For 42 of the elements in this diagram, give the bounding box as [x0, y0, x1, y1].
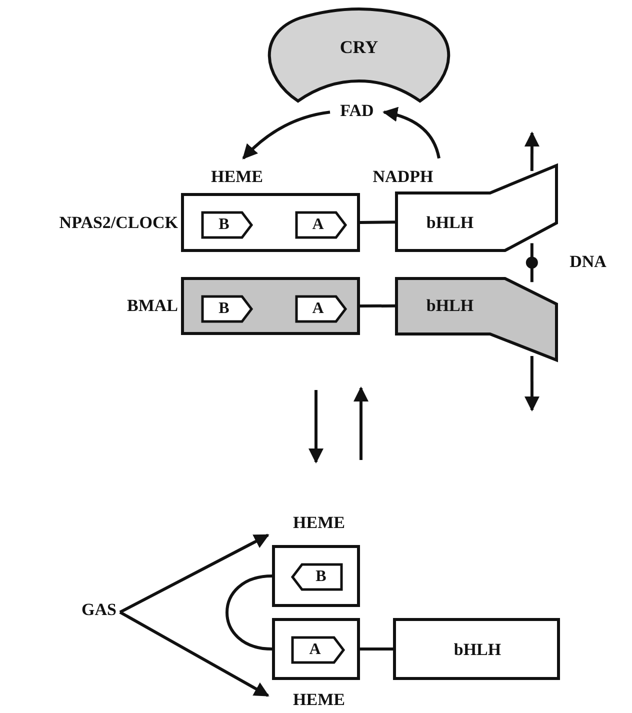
domain-tag: [201, 211, 253, 239]
protein-label: bHLH: [426, 212, 474, 232]
bhlh-domain-shape: [395, 277, 558, 362]
bhlh-domain-box: [393, 618, 560, 680]
dna-binding-line: [530, 243, 534, 282]
arrow: [119, 610, 270, 697]
cofactor-label: FAD: [330, 100, 384, 122]
domain-letter: B: [218, 216, 230, 234]
domain-tag: [291, 636, 345, 664]
domain-letter: A: [312, 300, 324, 318]
domain-tag: [291, 563, 343, 591]
protein-name: NPAS2/CLOCK: [59, 212, 178, 232]
domain-letter: A: [312, 216, 324, 234]
cofactor-label: HEME: [285, 689, 353, 711]
linker-line: [360, 220, 396, 224]
domain-box: [272, 545, 360, 607]
curved-arrow: [242, 110, 330, 160]
protein-label: bHLH: [426, 296, 474, 316]
arrow: [524, 132, 540, 172]
domain-tag: [295, 295, 347, 323]
protein-label: CRY: [340, 37, 378, 58]
dna-label: DNA: [568, 251, 608, 273]
domain-box: [181, 193, 360, 252]
domain-box: [181, 277, 360, 335]
gas-label: GAS: [78, 599, 120, 621]
arrow: [524, 356, 540, 412]
linker-arc: [226, 574, 272, 650]
domain-tag: [295, 211, 347, 239]
cofactor-label: HEME: [205, 166, 269, 188]
cofactor-label: HEME: [285, 512, 353, 534]
protein-name: BMAL: [127, 296, 178, 316]
domain-letter: B: [316, 568, 326, 586]
cofactor-label: NADPH: [363, 166, 443, 188]
domain-box: [272, 618, 360, 680]
domain-letter: A: [309, 641, 321, 659]
arrow: [119, 534, 270, 614]
curved-arrow: [382, 107, 440, 159]
linker-line: [360, 304, 395, 308]
domain-tag: [201, 295, 253, 323]
protein-label: bHLH: [454, 640, 502, 660]
linker-line: [360, 648, 393, 650]
domain-letter: B: [218, 300, 230, 318]
